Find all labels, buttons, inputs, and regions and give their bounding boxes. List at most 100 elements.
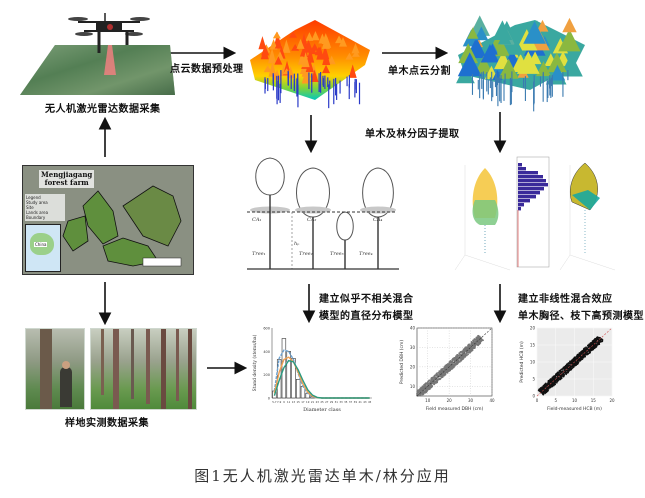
tree-segment [508, 39, 525, 55]
x-tick-label: 30 [468, 398, 474, 403]
data-point [589, 349, 592, 352]
tree-segment [474, 26, 489, 41]
data-point [430, 379, 432, 382]
y-tick-label: 20 [530, 326, 536, 331]
label-uav-collection: 无人机激光雷达数据采集 [45, 104, 161, 115]
data-point [470, 343, 473, 346]
field-photo-measurement [25, 328, 85, 410]
histogram-bar [518, 179, 546, 183]
histogram-bar [518, 207, 521, 211]
data-point [438, 370, 441, 373]
data-point [547, 389, 549, 392]
y-axis-label: Predicted DBH (cm) [399, 340, 405, 385]
x-tick-label: 10 [572, 398, 578, 403]
x-tick-label: 29 [330, 400, 334, 404]
data-point [449, 360, 452, 363]
data-point [461, 356, 464, 359]
lidar-beam-icon [104, 45, 116, 75]
x-tick-label: 21 [311, 400, 315, 404]
data-point [585, 346, 587, 349]
data-point [457, 360, 460, 363]
y-tick-label: 5 [532, 377, 535, 382]
data-point [544, 383, 547, 386]
data-point [560, 377, 563, 380]
data-point [576, 354, 579, 357]
data-point [464, 355, 466, 358]
data-point [574, 363, 577, 365]
data-point [446, 364, 449, 366]
data-point [430, 381, 432, 383]
data-point [470, 341, 473, 343]
data-point [549, 384, 551, 387]
data-point [591, 340, 594, 343]
y-tick-label: 10 [410, 384, 416, 389]
data-point [442, 375, 444, 377]
x-tick-label: 5-7 [272, 400, 277, 404]
data-point [562, 372, 564, 375]
data-point [598, 342, 601, 344]
x-tick-label: 20 [447, 398, 453, 403]
data-point [579, 351, 582, 354]
data-point [419, 388, 422, 390]
canopy-peak [321, 45, 330, 60]
x-tick-label: 31 [335, 400, 339, 404]
crown-area-label: CA₂ [307, 217, 317, 223]
data-point [551, 385, 554, 388]
label-diameter-model-2: 模型的直径分布模型 [319, 311, 414, 322]
segmented-point-cloud [456, 15, 585, 112]
tree-segment [547, 52, 567, 73]
data-point [559, 376, 562, 379]
data-point [481, 338, 483, 341]
tree-segment [549, 64, 566, 81]
x-tick-label: 25 [320, 400, 324, 404]
data-point [556, 379, 559, 382]
x-tick-label: 33 [339, 400, 343, 404]
data-point [580, 353, 582, 356]
tree-segment [523, 20, 546, 44]
y-tick-label: 10 [530, 360, 536, 365]
data-point [582, 356, 585, 359]
tree-segment [558, 28, 581, 52]
china-inset-map: China [25, 224, 61, 272]
data-point [431, 378, 434, 381]
data-point [581, 351, 584, 354]
tree-segment [458, 43, 479, 64]
x-tick-label: 23 [316, 400, 320, 404]
data-point [460, 351, 462, 353]
x-tick-label: 0 [536, 398, 539, 403]
canopy-peak [291, 44, 300, 51]
x-tick-label: 17 [301, 400, 305, 404]
y-axis-label: Predicted HCB (m) [519, 341, 525, 383]
tree-segment [516, 51, 540, 74]
data-point [550, 379, 553, 382]
tree-segment [474, 55, 493, 74]
canopy-peak [268, 61, 277, 77]
canopy-peak [282, 39, 291, 53]
data-point [601, 338, 604, 341]
canopy-peak [268, 47, 277, 64]
histogram-bar [291, 358, 296, 399]
data-point [560, 376, 563, 378]
data-point [433, 374, 436, 377]
field-photo-forest [90, 328, 197, 410]
data-point [427, 382, 429, 385]
data-point [454, 356, 457, 359]
canopy-peak [274, 56, 283, 65]
data-point [452, 366, 455, 369]
tree-segment [492, 20, 513, 41]
data-point [571, 361, 573, 364]
canopy-peak [289, 31, 298, 38]
canopy-peak [351, 42, 360, 54]
canopy-peak [322, 64, 331, 74]
canopy-peak [348, 64, 357, 78]
data-point [477, 335, 479, 337]
data-point [420, 393, 422, 395]
data-point [554, 381, 557, 384]
x-tick-label: 7-9 [277, 400, 282, 404]
canopy-peak [273, 32, 282, 48]
data-point [440, 370, 443, 373]
data-point [577, 354, 580, 357]
data-point [591, 347, 594, 350]
